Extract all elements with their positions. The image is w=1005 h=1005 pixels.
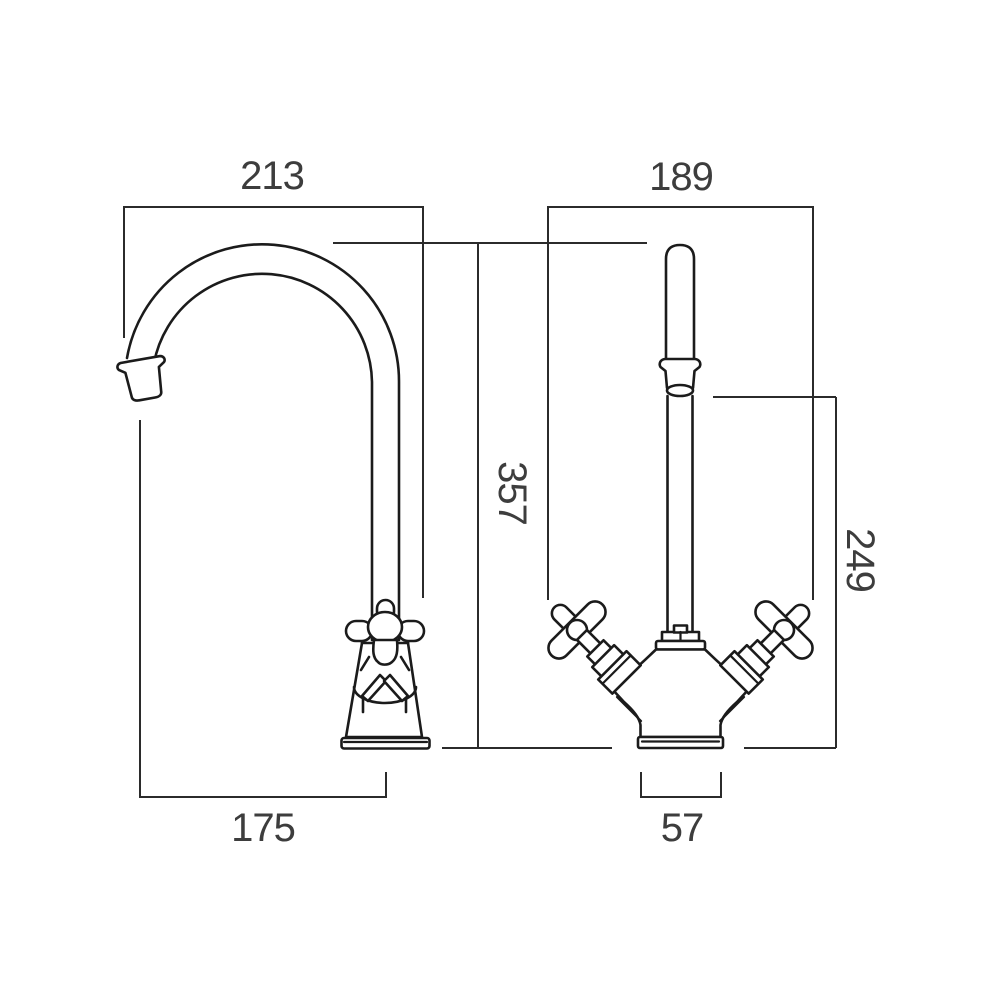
dimension-labels: 213 189 357 249 175 57 <box>231 154 882 850</box>
side-view <box>116 243 431 750</box>
right-valve-assembly <box>719 600 814 695</box>
side-cross-handle <box>344 598 426 666</box>
base-flange <box>340 736 431 750</box>
dim-57-bracket <box>640 772 722 798</box>
dimension-lines <box>123 206 837 798</box>
left-valve-assembly <box>547 600 642 695</box>
left-valve-ring-seam <box>601 654 632 685</box>
spout-column-upper <box>664 243 696 363</box>
dim-label-175: 175 <box>231 806 295 850</box>
bonnet-shoulder-lines <box>359 655 411 672</box>
dim-189-bracket <box>547 206 814 600</box>
body-wing-lines <box>615 695 746 723</box>
left-valve-ring-large <box>596 649 642 695</box>
handle-hub <box>366 610 404 644</box>
hex-nut-right-face <box>382 673 410 703</box>
nozzle-outline <box>116 354 166 402</box>
spout-outer-curve <box>125 243 401 642</box>
spout-column-lower <box>666 394 694 634</box>
dim-label-249: 249 <box>838 528 882 592</box>
right-valve-ring-large <box>719 649 765 695</box>
spout-nozzle <box>116 354 166 402</box>
spout-collar <box>658 357 702 390</box>
dim-label-357: 357 <box>490 461 534 525</box>
spout-inner-curve <box>152 272 374 642</box>
front-view <box>547 243 814 750</box>
dim-175-bracket <box>139 420 387 798</box>
dim-label-57: 57 <box>661 806 704 850</box>
spout-outlet-rim <box>665 383 695 398</box>
handle-arm-front <box>371 638 399 666</box>
nut-band-arc <box>352 685 418 705</box>
right-valve-ring-seam <box>729 654 760 685</box>
dim-213-bracket <box>123 206 424 598</box>
dim-label-213: 213 <box>240 154 304 198</box>
dim-label-189: 189 <box>649 155 713 199</box>
